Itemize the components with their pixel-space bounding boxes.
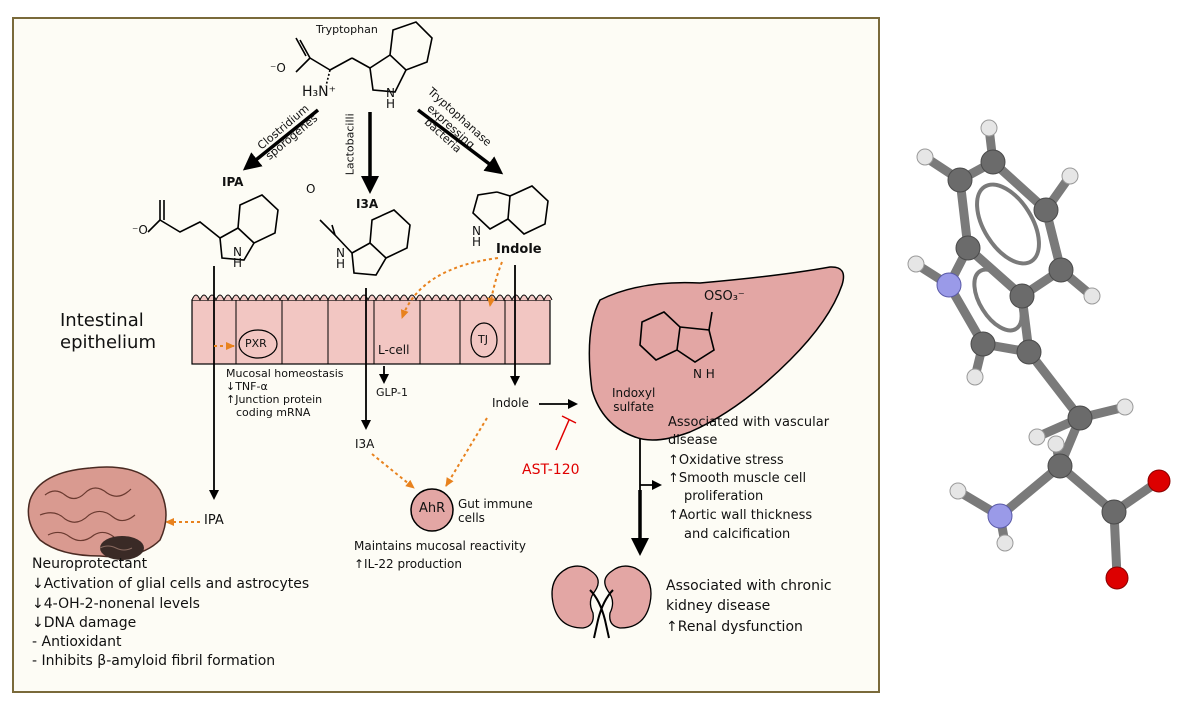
vascular-effect-7: and calcification	[684, 527, 791, 542]
indoxyl-structure	[639, 311, 715, 363]
ahr-effect-1: Maintains mucosal reactivity	[354, 539, 526, 553]
vascular-effect-5: proliferation	[684, 489, 764, 504]
liver-shape	[588, 266, 845, 441]
i3a-nh-label: N H	[336, 246, 346, 272]
ckd-effect-3: ↑Renal dysfunction	[666, 619, 803, 635]
neuro-line-6: - Inhibits β-amyloid fibril formation	[32, 653, 276, 669]
lactobacilli-label: Lactobacilli	[343, 113, 357, 176]
glp1-label: GLP-1	[376, 386, 409, 399]
neuro-line-2: ↓Activation of glial cells and astrocyte…	[32, 576, 310, 592]
indole-lower-label: Indole	[492, 396, 529, 410]
i3a-structure	[319, 209, 411, 276]
neuro-line-3: ↓4-OH-2-nonenal levels	[32, 596, 200, 612]
ahr-label: AhR	[419, 501, 446, 516]
i3a-label: I3A	[356, 197, 379, 211]
ipa-structure	[147, 194, 279, 261]
neuro-line-5: - Antioxidant	[32, 634, 122, 650]
pxr-effect-3: ↑Junction protein	[226, 393, 323, 406]
pxr-effect-2: ↓TNF-α	[226, 380, 268, 393]
ipa-lower-label: IPA	[204, 513, 224, 528]
bacteria-arrows	[242, 108, 504, 194]
ipa-carboxylate-label: ⁻O	[132, 223, 148, 237]
oso3-label: OSO₃⁻	[704, 289, 745, 304]
tryptophan-carboxylate-label: ⁻O	[270, 61, 286, 75]
indoxyl-sulfate-label: Indoxyl sulfate	[612, 386, 656, 415]
pxr-label: PXR	[245, 337, 267, 350]
intestinal-epithelium-label: Intestinal epithelium	[60, 310, 156, 353]
signalling-arrows	[165, 257, 503, 526]
tryptophan-3d-model	[907, 119, 1171, 590]
ahr-receptor	[410, 488, 454, 532]
tryptophan-structure	[295, 21, 433, 93]
i3a-oxygen-label: O	[306, 182, 316, 196]
tryptophan-nh-label: N H	[386, 86, 396, 112]
vascular-effect-1: Associated with vascular	[668, 415, 830, 430]
tj-label: TJ	[478, 333, 488, 346]
neuro-line-4: ↓DNA damage	[32, 615, 137, 631]
vascular-effect-6: ↑Aortic wall thickness	[668, 508, 813, 523]
pxr-effect-1: Mucosal homeostasis	[226, 367, 344, 380]
ckd-effect-1: Associated with chronic	[666, 578, 832, 594]
kidneys-illustration	[551, 565, 652, 639]
tryptophan-amine-label: H₃N⁺	[302, 84, 337, 100]
ahr-effect-2: ↑IL-22 production	[354, 557, 462, 571]
indoxyl-nh-label: N H	[693, 367, 715, 381]
indole-nh-label: N H	[472, 224, 482, 250]
gut-immune-cells-label: Gut immune cells	[458, 497, 533, 525]
ckd-effect-2: kidney disease	[666, 598, 771, 614]
ipa-nh-label: N H	[233, 245, 243, 271]
lcell-label: L-cell	[378, 343, 410, 357]
vascular-effect-3: ↑Oxidative stress	[668, 453, 784, 468]
tryptophan-label: Tryptophan	[316, 23, 378, 36]
ast120-label: AST-120	[522, 462, 580, 478]
ipa-label: IPA	[222, 175, 244, 189]
indole-label: Indole	[496, 242, 542, 257]
vascular-effect-2: disease	[668, 433, 718, 448]
i3a-lower-label: I3A	[355, 437, 375, 451]
pxr-effect-4: coding mRNA	[236, 406, 311, 419]
ast120-inhibitor	[555, 415, 577, 451]
indole-structure	[472, 185, 549, 235]
neuro-line-1: Neuroprotectant	[32, 556, 148, 572]
epithelium-cells	[191, 294, 553, 365]
vascular-effect-4: ↑Smooth muscle cell	[668, 471, 807, 486]
brain-illustration	[27, 466, 167, 560]
